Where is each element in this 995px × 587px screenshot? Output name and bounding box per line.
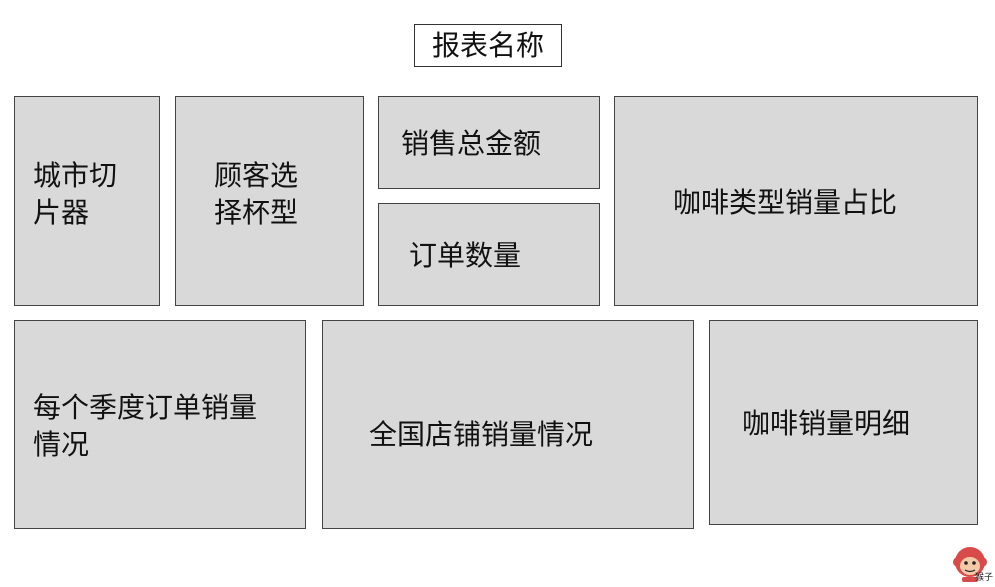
- panel-label: 销售总金额: [401, 127, 542, 160]
- panel-label: 订单数量: [409, 239, 522, 272]
- monkey-logo-icon: [953, 547, 987, 582]
- panel-label: 顾客选择杯型: [214, 159, 299, 229]
- report-title: 报表名称: [414, 24, 562, 67]
- panel-coffee-type-share[interactable]: 咖啡类型销量占比: [614, 96, 978, 306]
- panel-label: 每个季度订单销量情况: [33, 391, 258, 461]
- panel-quarterly-orders[interactable]: 每个季度订单销量情况: [14, 320, 306, 529]
- panel-label: 咖啡类型销量占比: [673, 186, 898, 219]
- panel-national-stores[interactable]: 全国店铺销量情况: [322, 320, 694, 529]
- panel-city-slicer[interactable]: 城市切片器: [14, 96, 160, 306]
- panel-cup-type[interactable]: 顾客选择杯型: [175, 96, 364, 306]
- logo-text: 猴子: [975, 573, 994, 583]
- panel-coffee-detail[interactable]: 咖啡销量明细: [709, 320, 978, 525]
- panel-label: 全国店铺销量情况: [369, 418, 594, 451]
- panel-order-count[interactable]: 订单数量: [378, 203, 600, 306]
- panel-label: 咖啡销量明细: [742, 407, 911, 440]
- panel-total-sales[interactable]: 销售总金额: [378, 96, 600, 189]
- panel-label: 城市切片器: [33, 159, 118, 229]
